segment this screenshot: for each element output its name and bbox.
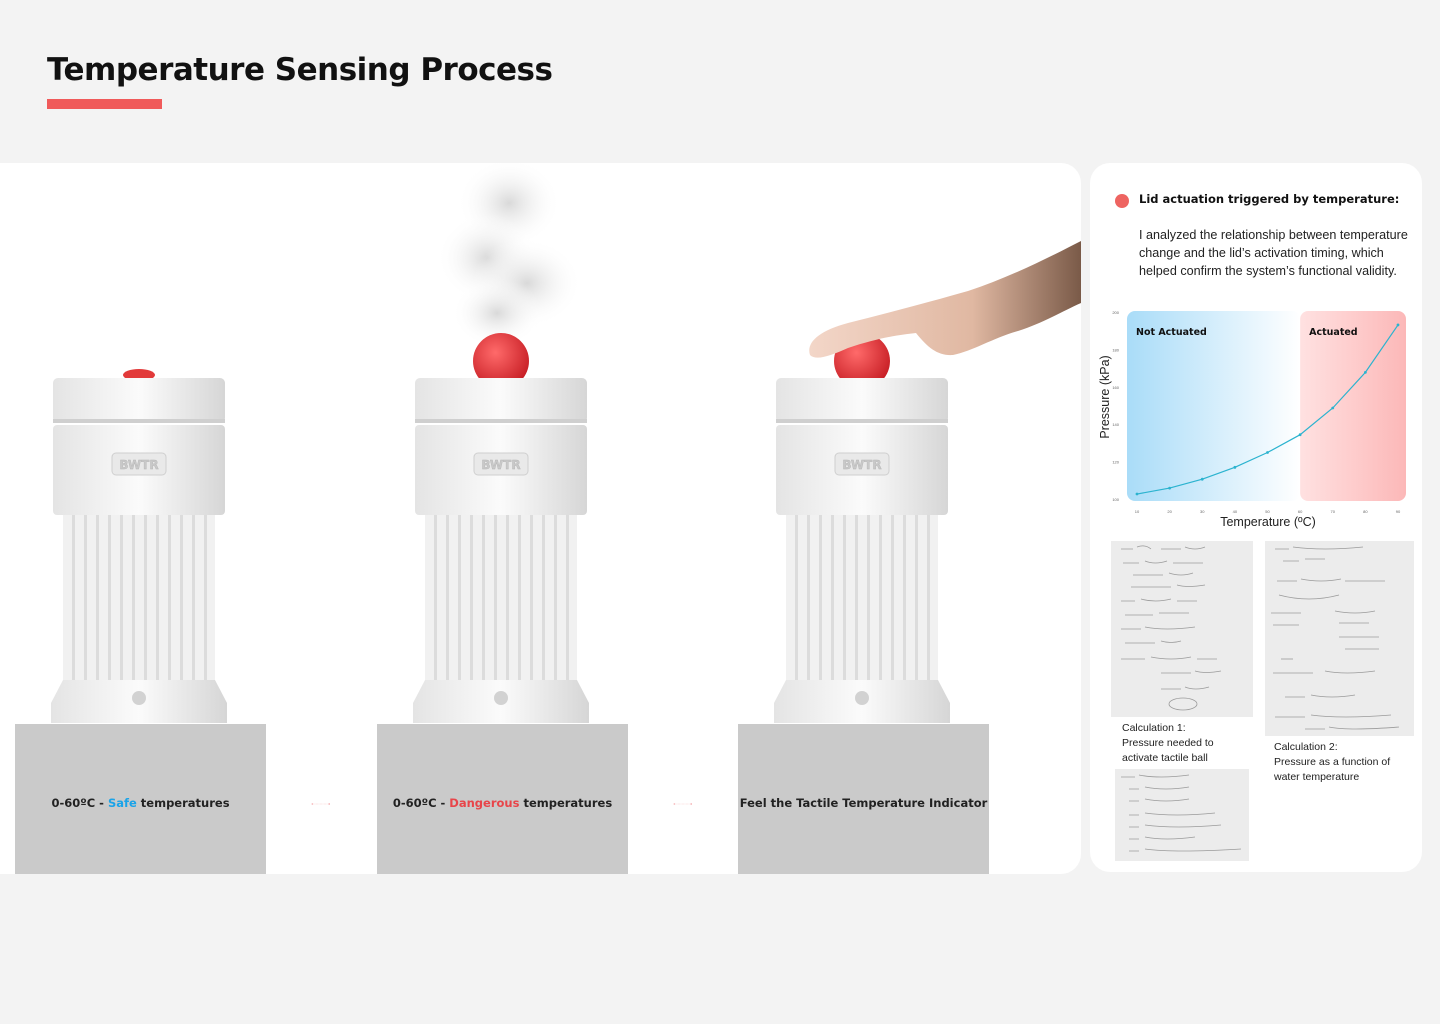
x-tick-label: 60 [1298,509,1303,514]
stage-tactile: BWTR Feel the Tactile Temperature Indica… [738,163,1081,874]
analysis-panel: Lid actuation triggered by temperature: … [1090,163,1422,872]
calc-1-notes [1111,541,1253,717]
brand-badge [111,452,167,476]
stage-label-dangerous: 0-60ºC - Dangerous temperatures [392,796,613,810]
ribbed-body [786,515,938,680]
x-tick-label: 20 [1167,509,1172,514]
bottle-lid [53,378,225,423]
data-point [1233,465,1237,469]
process-panel: BWTR 0-60ºC - Safe temperatures [0,163,1081,874]
x-tick-label: 90 [1396,509,1401,514]
sensor-button [132,691,146,705]
data-point [1200,477,1204,481]
y-tick-label: 160 [1112,385,1119,390]
bottle-render-dangerous: BWTR [413,163,589,723]
y-tick-label: 100 [1112,497,1119,502]
plinth-dangerous: 0-60ºC - Dangerous temperatures [377,724,628,874]
x-tick-label: 40 [1233,509,1238,514]
data-point [1266,451,1269,454]
y-tick-label: 120 [1112,460,1119,465]
y-tick-label: 140 [1112,422,1119,427]
region-actuated [1300,311,1406,501]
bottle-render-tactile: BWTR [774,241,1081,723]
steam-cloud [437,163,582,348]
hand [809,241,1081,358]
data-point [1298,433,1302,437]
calc-2-notes [1265,541,1414,736]
bottle-render-safe: BWTR [51,369,227,723]
bullet-dot [1115,194,1129,208]
analysis-heading: Lid actuation triggered by temperature: [1139,192,1400,206]
x-axis-label: Temperature (ºC) [1220,515,1316,529]
handwritten-variables [1121,774,1242,852]
sensor-button [855,691,869,705]
data-point [1396,323,1400,327]
y-axis-label: Pressure (kPa) [1098,355,1112,438]
calc-1-variables [1115,769,1249,861]
brand-badge [834,452,890,476]
brand-text: BWTR [481,458,520,472]
analysis-description: I analyzed the relationship between temp… [1139,228,1408,278]
y-tick-label: 180 [1112,347,1119,352]
stage-dangerous: BWTR 0-60ºC - Dangerous temperatures [377,163,628,874]
arrow-right-2 [673,803,692,805]
y-tick-label: 200 [1112,310,1119,315]
x-tick-label: 50 [1265,509,1270,514]
x-tick-label: 10 [1135,509,1140,514]
stage-safe: BWTR 0-60ºC - Safe temperatures [15,163,266,874]
brand-badge [473,452,529,476]
region-not-actuated [1127,311,1301,501]
page-title: Temperature Sensing Process [47,52,553,88]
region-label: Not Actuated [1136,327,1207,338]
stage-label-safe: 0-60ºC - Safe temperatures [51,796,230,810]
ribbed-body [425,515,577,680]
x-tick-label: 30 [1200,509,1205,514]
data-point [1135,492,1139,496]
ribbed-body [63,515,215,680]
plinth-tactile: Feel the Tactile Temperature Indicator [738,724,989,874]
brand-text: BWTR [119,458,158,472]
data-point [1168,486,1172,490]
sensor-button [494,691,508,705]
data-point [1331,406,1335,410]
handwritten-notes [1271,546,1400,730]
region-label: Actuated [1309,327,1357,338]
title-underline [47,99,162,109]
arrow-right-1 [311,803,330,805]
tactile-ball [473,333,529,389]
data-point [1363,371,1367,374]
bottle-lid [776,378,948,423]
x-tick-label: 70 [1331,509,1336,514]
x-tick-label: 80 [1363,509,1368,514]
brand-text: BWTR [842,458,881,472]
calc-2-caption: Calculation 2: Pressure as a function of… [1274,741,1391,783]
stage-label-tactile: Feel the Tactile Temperature Indicator [739,796,988,810]
handwritten-notes [1121,545,1222,711]
bottle-lid [415,378,587,423]
plinth-safe: 0-60ºC - Safe temperatures [15,724,266,874]
calc-1-caption: Calculation 1: Pressure needed to activa… [1122,722,1214,764]
